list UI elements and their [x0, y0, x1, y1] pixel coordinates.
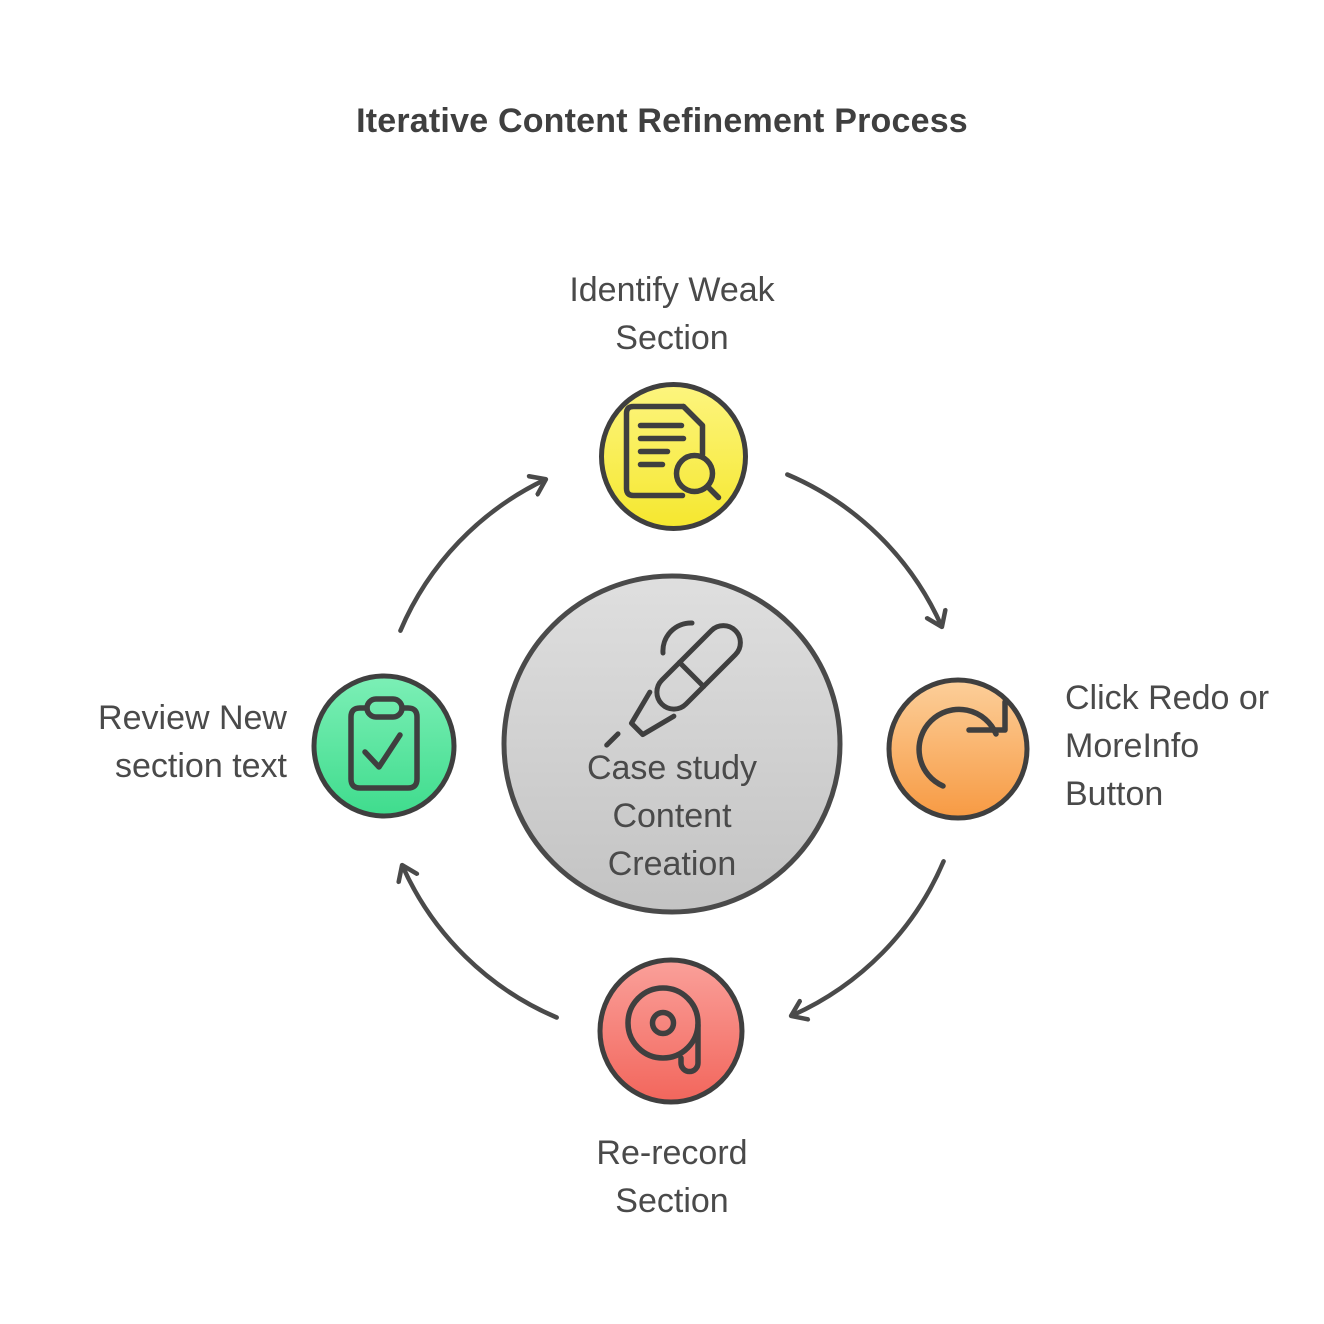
step-circle-identify-weak-section [599, 382, 748, 531]
cycle-arrows [398, 472, 946, 1020]
pen-icon [604, 620, 743, 748]
film-reel-icon [625, 985, 701, 1075]
arrow-right-to-bottom [792, 859, 946, 1015]
redo-icon [916, 699, 1008, 789]
document-search-icon [623, 403, 722, 501]
step-circle-click-redo-or-moreinfo [886, 677, 1030, 821]
arrow-left-to-top [398, 480, 545, 633]
arrow-top-to-right [785, 472, 941, 627]
center-circle [501, 573, 843, 915]
arrow-bottom-to-left [403, 866, 559, 1020]
page-title: Iterative Content Refinement Process [356, 102, 968, 140]
clipboard-check-icon [348, 696, 420, 791]
